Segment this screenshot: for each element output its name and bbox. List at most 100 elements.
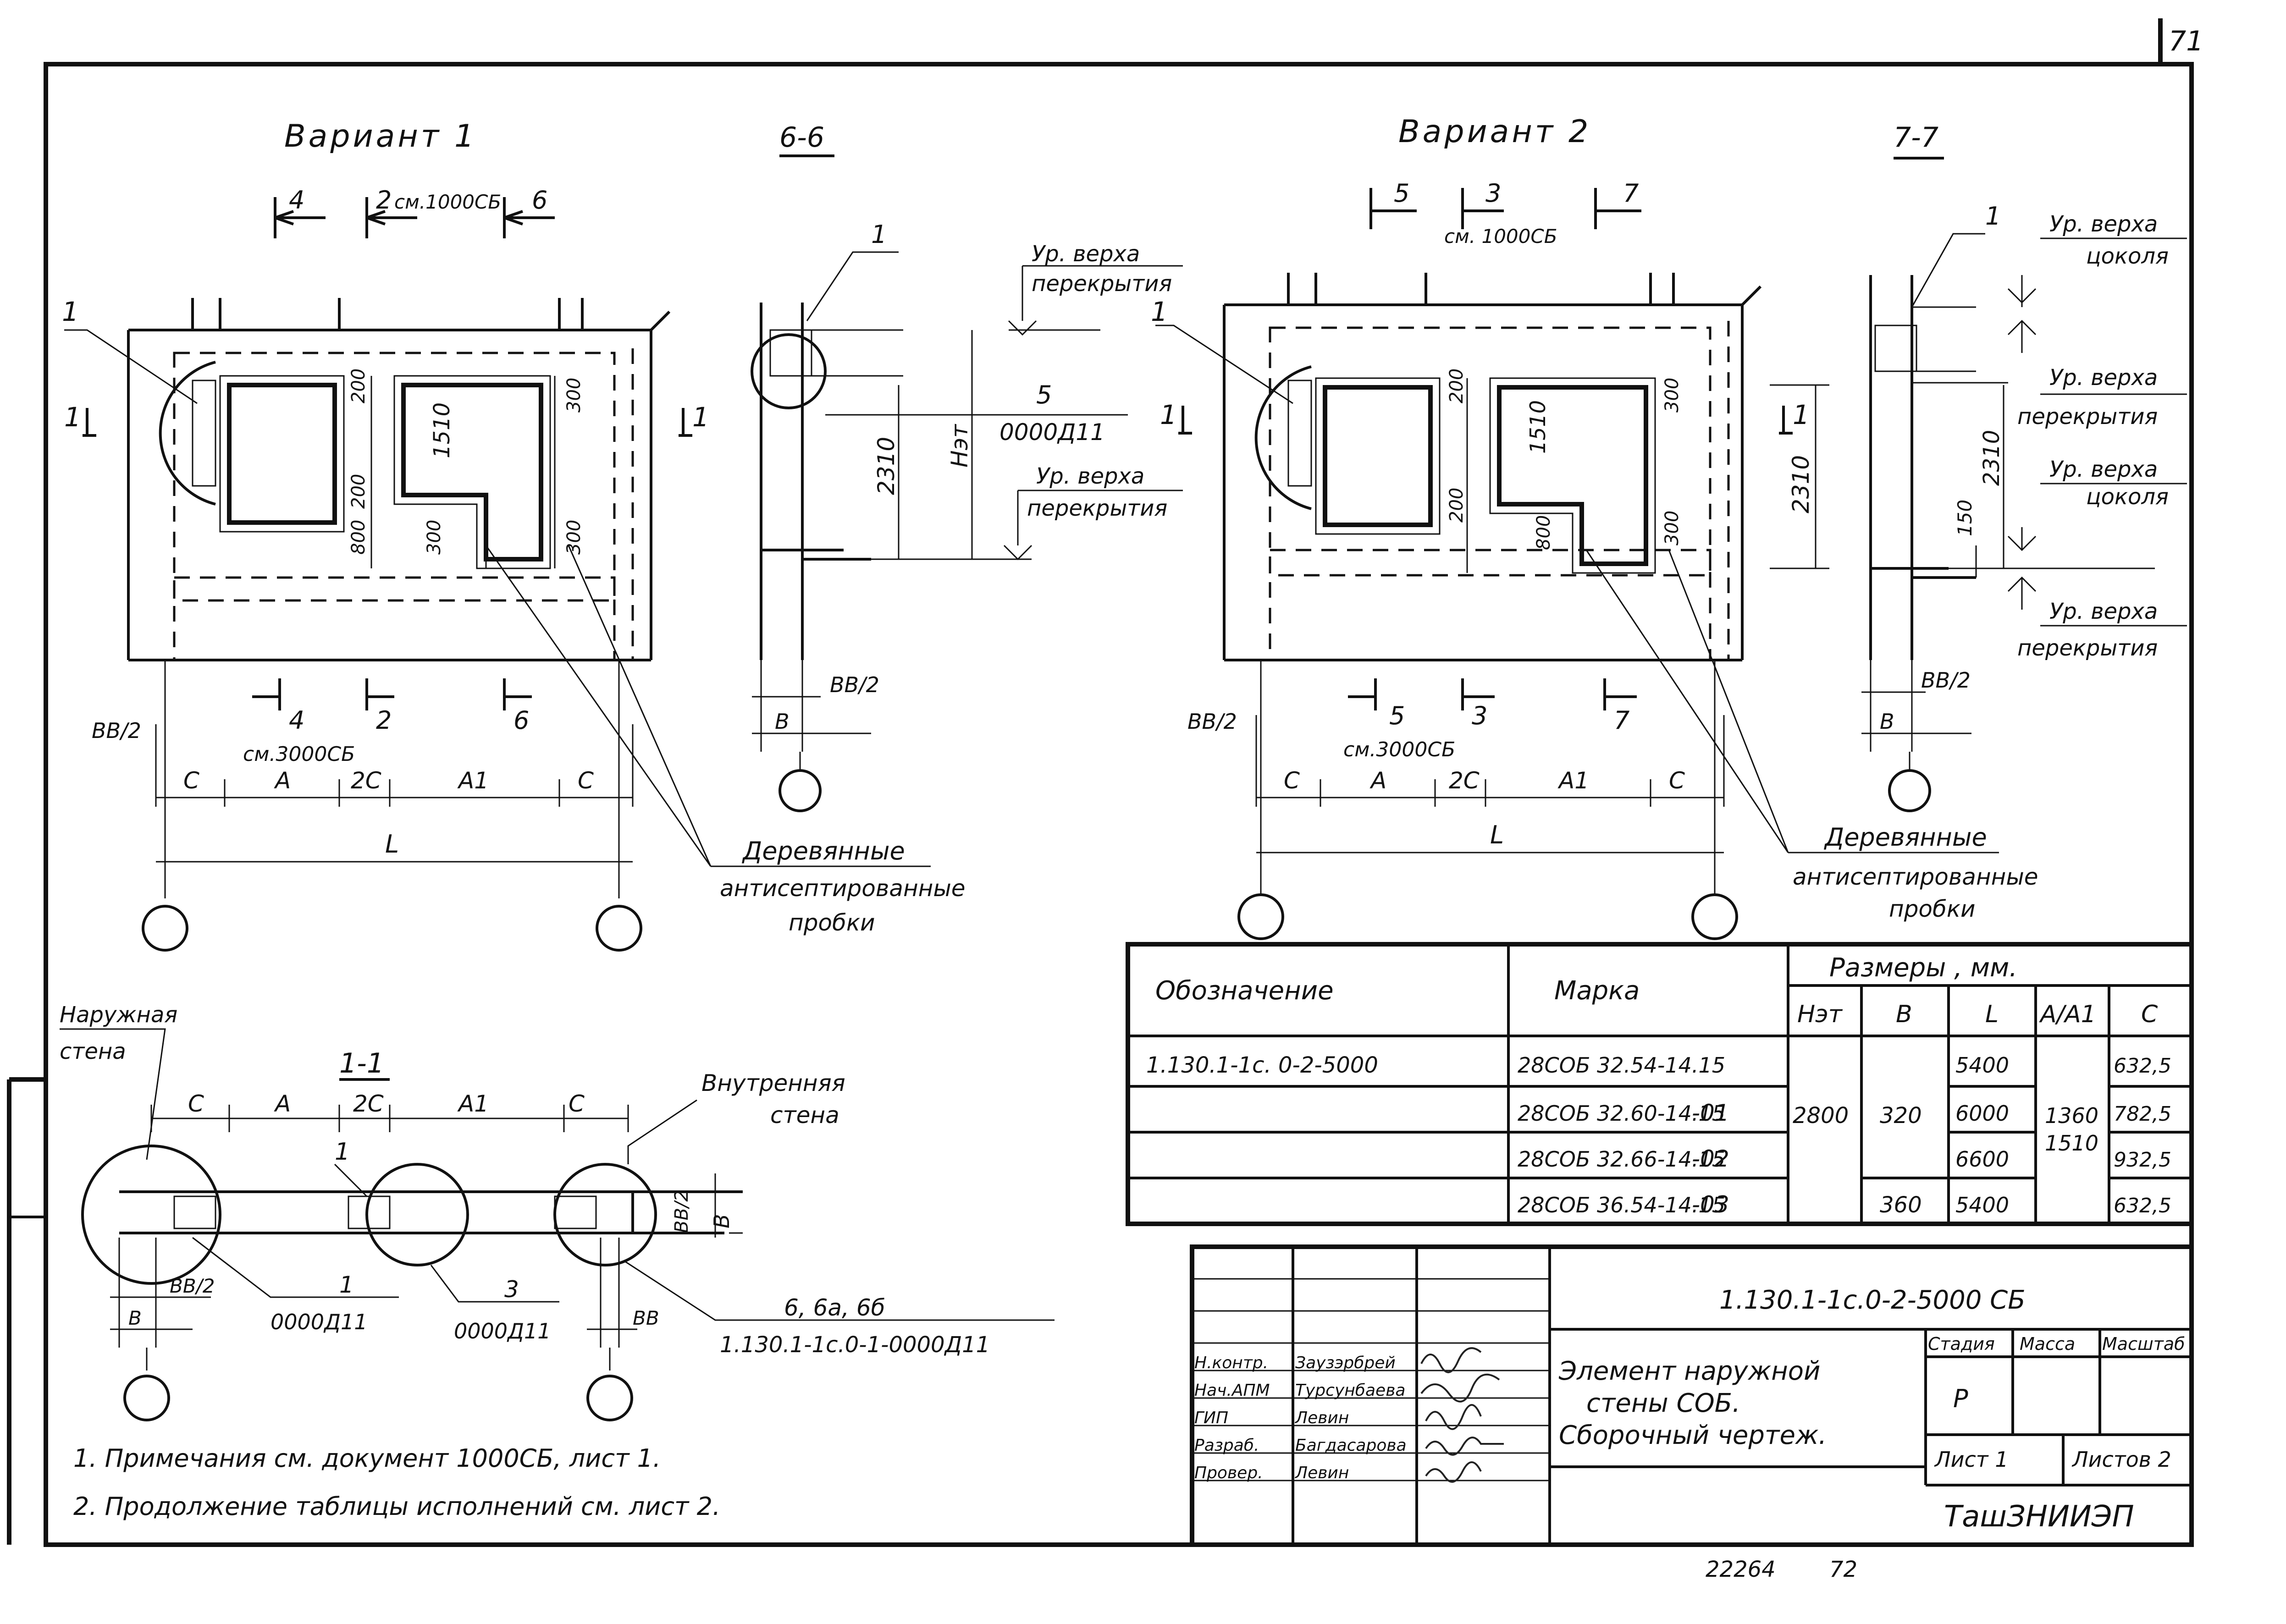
s1-dim-c2: С — [569, 1090, 585, 1117]
variant2-title: Вариант 2 — [1398, 114, 1591, 150]
v2-dim-a: А — [1369, 767, 1386, 794]
section7-level-3b: цоколя — [2086, 484, 2169, 510]
v2-section-note-bottom: см.3000СБ — [1343, 738, 1455, 761]
outer-wall-1: Наружная — [60, 1002, 177, 1028]
th-l: L — [1985, 1001, 1999, 1028]
sheet-label: Лист 1 — [1934, 1447, 2008, 1472]
name-2: Турсунбаева — [1295, 1381, 1405, 1400]
th-b: В — [1896, 1001, 1912, 1028]
section7-level-1b: цоколя — [2086, 243, 2169, 269]
section-mark-2-top: 2 — [376, 186, 392, 215]
v2-dim-1510: 1510 — [1525, 400, 1550, 454]
cut-mark-right: 1 — [692, 402, 709, 433]
name-3: Левин — [1294, 1409, 1349, 1427]
row3-c: 932,5 — [2114, 1148, 2171, 1172]
wood-plugs-left-3: пробки — [789, 909, 875, 936]
merged-b-bottom: 360 — [1880, 1192, 1922, 1218]
th-designation: Обозначение — [1155, 976, 1334, 1006]
row4-c: 632,5 — [2114, 1194, 2171, 1217]
wood-plugs-note-right: Деревянные антисептированные пробки — [1585, 550, 2038, 922]
v2-dim-c-right: С — [1669, 767, 1685, 794]
title-line-2: стены СОБ. — [1586, 1388, 1740, 1418]
section7-dim-2310: 2310 — [1979, 430, 2004, 486]
section7-dim-150: 150 — [1954, 500, 1976, 536]
v2-section-mark-5-bottom: 5 — [1389, 701, 1405, 730]
th-mass: Масса — [2020, 1334, 2075, 1354]
v2-section-mark-3-top: 3 — [1485, 179, 1501, 208]
section-mark-4-top: 4 — [289, 186, 304, 215]
wood-plugs-right-3: пробки — [1889, 896, 1976, 922]
section6-bb2: ВВ/2 — [830, 672, 879, 697]
v2-dim-800: 800 — [1533, 515, 1554, 550]
dim-300c: 300 — [563, 520, 585, 555]
row2-mark: 28СОБ 32.60-14.15 — [1518, 1101, 1725, 1126]
wood-plugs-note-left: Деревянные антисептированные пробки — [485, 545, 966, 936]
v2-dim-200b: 200 — [1446, 488, 1467, 523]
s1-ref-1-num: 1 — [339, 1272, 354, 1298]
row4-designation: -03 — [1692, 1191, 1729, 1218]
section-note-bottom: см.3000СБ — [243, 743, 355, 766]
row3-designation: -02 — [1692, 1145, 1729, 1172]
page-number-bottom: 72 — [1829, 1557, 1857, 1582]
v2-section-note-top: см. 1000СБ — [1444, 225, 1557, 248]
variant1-title: Вариант 1 — [284, 118, 477, 154]
row1-l: 5400 — [1955, 1053, 2009, 1078]
dim-200: 200 — [348, 369, 369, 403]
section6-b: В — [775, 709, 790, 734]
section7-level-2a: Ур. верха — [2049, 365, 2158, 391]
row2-designation: -01 — [1692, 1100, 1729, 1126]
dim-300a: 300 — [424, 520, 445, 555]
section6-level-bottom-2: перекрытия — [1027, 495, 1167, 521]
v2-dim-300a: 300 — [1662, 378, 1683, 413]
v2-section-mark-7-top: 7 — [1623, 179, 1639, 208]
s1-ref-1-code: 0000Д11 — [271, 1310, 368, 1334]
wood-plugs-left-1: Деревянные — [742, 837, 905, 865]
variant2-plan: Вариант 2 5 3 см. 1000СБ 7 1 1 1 200 151… — [1151, 114, 1829, 940]
v2-section-mark-3-bottom: 3 — [1472, 701, 1487, 730]
role-prover: Провер. — [1194, 1464, 1263, 1482]
v2-section-mark-5-top: 5 — [1394, 179, 1409, 208]
section7-level-2b: перекрытия — [2017, 404, 2158, 429]
section6-callout: 1 — [871, 220, 887, 249]
wood-plugs-right-1: Деревянные — [1824, 823, 1987, 852]
title-line-1: Элемент наружной — [1558, 1356, 1820, 1386]
merged-b-top: 320 — [1880, 1103, 1922, 1129]
row1-designation: 1.130.1-1с. 0-2-5000 — [1146, 1052, 1378, 1078]
inner-wall-1: Внутренняя — [701, 1070, 845, 1096]
s1-dim-a: А — [274, 1090, 291, 1117]
dim-a1: А1 — [457, 767, 489, 794]
spec-table: Обозначение Марка Размеры , мм. Нэт В L … — [1126, 942, 2194, 1226]
row2-l: 6000 — [1955, 1101, 2009, 1126]
s1-dim-c: С — [188, 1090, 204, 1117]
th-a: А/А1 — [2039, 1001, 2096, 1028]
sheets-label: Листов 2 — [2071, 1447, 2171, 1472]
section6-level-top-1: Ур. верха — [1032, 241, 1140, 267]
dim-2c: 2С — [351, 767, 381, 794]
s1-bb2-right: ВВ/2 — [671, 1190, 692, 1233]
wood-plugs-right-2: антисептированные — [1793, 864, 2038, 890]
row3-l: 6600 — [1955, 1147, 2009, 1172]
s1-bb2-left: ВВ/2 — [170, 1275, 215, 1297]
row1-c: 632,5 — [2114, 1054, 2171, 1078]
note-1: 1. Примечания см. документ 1000СБ, лист … — [73, 1444, 661, 1473]
v2-dim-2c: 2С — [1449, 767, 1480, 794]
title-line-3: Сборочный чертеж. — [1559, 1420, 1827, 1450]
role-nkontr: Н.контр. — [1194, 1354, 1268, 1372]
dim-1510: 1510 — [429, 402, 455, 458]
section-7-7: 7-7 1 Ур. верха цоколя Ур. верха перекры… — [1861, 121, 2187, 812]
merged-a: 1360 — [2045, 1103, 2098, 1128]
section6-title: 6-6 — [779, 121, 824, 154]
wood-plugs-left-2: антисептированные — [720, 875, 966, 902]
section7-b: В — [1880, 709, 1894, 734]
dim-300b: 300 — [563, 378, 585, 413]
dim-c-right: С — [578, 767, 594, 794]
section-note-top: см.1000СБ — [394, 191, 501, 213]
section-1-1: 1-1 Наружная стена Внутренняя стена С А … — [60, 1002, 1055, 1421]
dim-200b: 200 — [348, 474, 369, 509]
role-razrab: Разраб. — [1194, 1436, 1259, 1455]
page-number-top: 71 — [2169, 25, 2203, 57]
s1-b-left: В — [128, 1307, 142, 1329]
signature-scribbles — [1420, 1347, 1504, 1483]
s1-b-right: В — [709, 1214, 734, 1228]
section7-level-3a: Ур. верха — [2049, 457, 2158, 482]
